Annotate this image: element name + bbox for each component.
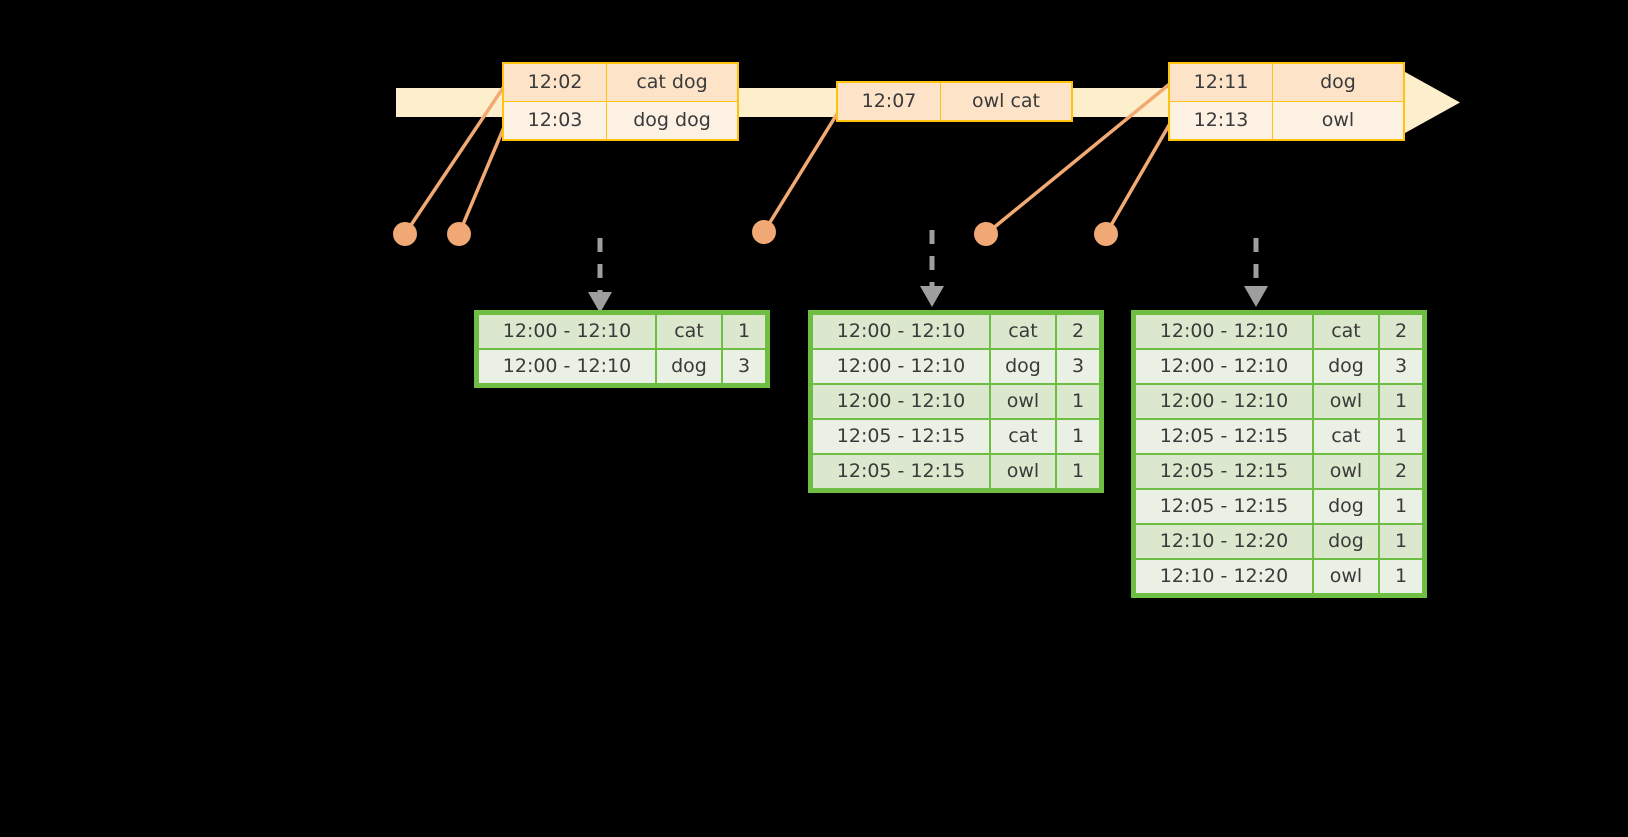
- aggregate-key: owl: [1314, 385, 1378, 418]
- event-dot-2: [447, 222, 471, 246]
- aggregate-window: 12:05 - 12:15: [1136, 490, 1312, 523]
- aggregate-window: 12:05 - 12:15: [813, 420, 989, 453]
- event-group-2: 12:07 owl cat: [836, 81, 1073, 122]
- connector-2: [457, 118, 509, 236]
- aggregate-count: 2: [1057, 315, 1099, 348]
- aggregate-window: 12:00 - 12:10: [813, 350, 989, 383]
- event-time: 12:07: [836, 81, 941, 122]
- aggregate-count: 3: [1380, 350, 1422, 383]
- aggregate-key: cat: [991, 315, 1055, 348]
- aggregate-window: 12:05 - 12:15: [1136, 420, 1312, 453]
- aggregate-window: 12:00 - 12:10: [479, 350, 655, 383]
- aggregate-key: cat: [1314, 420, 1378, 453]
- event-row: 12:07 owl cat: [836, 81, 1073, 122]
- aggregate-key: dog: [991, 350, 1055, 383]
- aggregate-count: 1: [1380, 490, 1422, 523]
- event-value: owl cat: [940, 81, 1073, 122]
- event-dot-3: [752, 220, 776, 244]
- connector-5: [1104, 118, 1174, 236]
- connector-3: [762, 99, 847, 234]
- dashed-arrow-head-2: [920, 286, 944, 307]
- event-time: 12:13: [1168, 101, 1273, 141]
- event-time: 12:02: [502, 62, 607, 102]
- aggregate-count: 1: [723, 315, 765, 348]
- aggregate-key: dog: [657, 350, 721, 383]
- event-row: 12:11 dog: [1168, 62, 1405, 102]
- aggregate-count: 2: [1380, 315, 1422, 348]
- aggregate-count: 1: [1057, 420, 1099, 453]
- event-time: 12:11: [1168, 62, 1273, 102]
- event-value: dog dog: [606, 101, 739, 141]
- event-group-1: 12:02 cat dog 12:03 dog dog: [502, 62, 739, 141]
- event-value: cat dog: [606, 62, 739, 102]
- event-dot-1: [393, 222, 417, 246]
- aggregate-window: 12:05 - 12:15: [813, 455, 989, 488]
- aggregate-key: owl: [991, 385, 1055, 418]
- event-group-3: 12:11 dog 12:13 owl: [1168, 62, 1405, 141]
- aggregate-window: 12:05 - 12:15: [1136, 455, 1312, 488]
- aggregate-key: dog: [1314, 490, 1378, 523]
- aggregate-key: cat: [1314, 315, 1378, 348]
- event-dot-4: [974, 222, 998, 246]
- event-value: dog: [1272, 62, 1405, 102]
- aggregate-window: 12:00 - 12:10: [1136, 385, 1312, 418]
- aggregate-key: cat: [991, 420, 1055, 453]
- connector-1: [403, 80, 509, 236]
- aggregate-count: 1: [1057, 455, 1099, 488]
- event-dot-5: [1094, 222, 1118, 246]
- aggregate-key: owl: [991, 455, 1055, 488]
- event-time: 12:03: [502, 101, 607, 141]
- event-row: 12:02 cat dog: [502, 62, 739, 102]
- event-value: owl: [1272, 101, 1405, 141]
- aggregate-window: 12:00 - 12:10: [1136, 350, 1312, 383]
- aggregate-count: 3: [1057, 350, 1099, 383]
- aggregate-window: 12:00 - 12:10: [813, 315, 989, 348]
- dashed-arrow-head-3: [1244, 286, 1268, 307]
- aggregate-count: 3: [723, 350, 765, 383]
- aggregate-count: 1: [1380, 420, 1422, 453]
- aggregate-count: 1: [1057, 385, 1099, 418]
- aggregate-key: owl: [1314, 455, 1378, 488]
- materialize-arrows: [597, 230, 1259, 296]
- aggregate-key: owl: [1314, 560, 1378, 593]
- event-row: 12:03 dog dog: [502, 101, 739, 141]
- aggregate-count: 1: [1380, 525, 1422, 558]
- aggregate-key: cat: [657, 315, 721, 348]
- aggregate-window: 12:00 - 12:10: [1136, 315, 1312, 348]
- aggregate-key: dog: [1314, 350, 1378, 383]
- aggregate-count: 1: [1380, 385, 1422, 418]
- aggregate-count: 1: [1380, 560, 1422, 593]
- aggregate-window: 12:10 - 12:20: [1136, 525, 1312, 558]
- aggregate-window: 12:10 - 12:20: [1136, 560, 1312, 593]
- aggregate-window: 12:00 - 12:10: [479, 315, 655, 348]
- aggregate-key: dog: [1314, 525, 1378, 558]
- event-dots: [393, 220, 1118, 246]
- aggregate-window: 12:00 - 12:10: [813, 385, 989, 418]
- aggregate-count: 2: [1380, 455, 1422, 488]
- event-row: 12:13 owl: [1168, 101, 1405, 141]
- materialize-arrowheads: [588, 286, 1268, 313]
